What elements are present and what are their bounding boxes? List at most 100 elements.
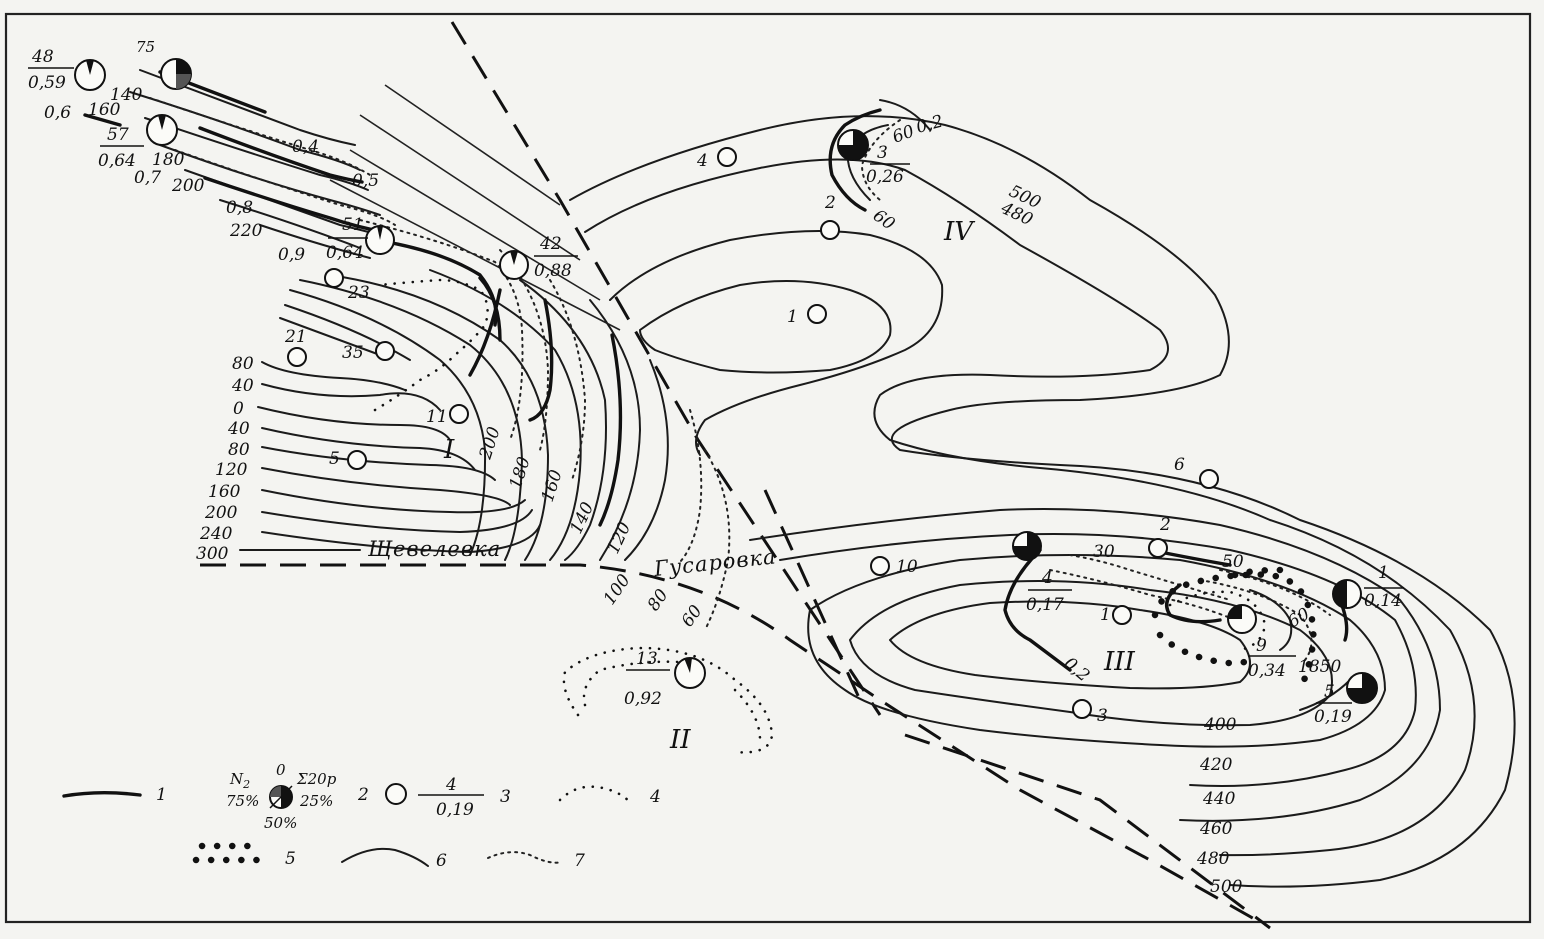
legend-number: 5 [285,849,296,869]
map-frame [4,12,1532,924]
well-circle [287,347,307,367]
contour-label: 30 [1093,542,1115,562]
well-value: 0,88 [534,261,572,281]
well-number: 48 [31,47,54,67]
contour-label: 0,2 [1060,654,1094,687]
well-pie [674,657,706,689]
well-value: 0,59 [28,73,66,93]
zone-1-thick [373,238,623,527]
well-number: 4 [1041,568,1053,588]
well-circle [717,147,737,167]
well-pie [160,58,192,90]
legend-symbol-gas-pie [269,785,293,809]
well-circle [820,220,840,240]
legend-number: 4 [649,787,661,807]
well-value: 0,19 [1314,707,1352,727]
contour-label: 60 [678,602,707,631]
contour-label: 80 [644,586,673,615]
legend-number: 7 [574,851,585,871]
well-number: 75 [136,38,155,56]
well-value: 0,34 [1248,661,1286,681]
place-names: Щевелевка Гусаровка [367,537,778,581]
legend-number: 2 [357,785,369,805]
legend-pct-50: 50% [264,814,297,832]
contour-label: 180 [506,454,535,491]
contour-label: 480 [1196,849,1230,869]
zone-label-4: IV [943,217,975,247]
legend-frac-top: 4 [445,775,457,795]
contour-label: 300 [196,544,229,564]
legend-number: 3 [500,787,511,807]
contour-label: 420 [1199,755,1233,775]
well-circle [807,304,827,324]
legend-symbol-contour [341,847,429,867]
well-pie [1346,672,1378,704]
zone-1-contours [239,269,669,561]
contour-label: 60 [869,206,898,235]
well-pie [1332,579,1362,609]
legend-symbol-small-dots [558,785,634,807]
contour-label: 0,2 [914,112,945,138]
well-pie [146,114,178,146]
contour-label: 240 [199,524,233,544]
contour-label: 120 [215,460,248,480]
well-number: 3 [1097,706,1108,726]
well-circle [1148,538,1168,558]
well-value: 0,64 [326,243,364,263]
contour-label: 440 [1202,789,1236,809]
northwest-block [83,69,621,331]
well-number: 3 [877,143,888,163]
zone-label-1: I [443,435,455,465]
legend-symbol-well [385,783,407,805]
legend-pct-25: 25% [299,792,333,810]
contour-label: 100 [600,571,635,609]
zone-2 [562,646,774,754]
contour-label: 220 [229,221,263,241]
well-number: 1 [1378,563,1389,583]
well-value: 0,92 [624,689,662,709]
contour-label: 0,7 [134,168,161,188]
contour-label: 0 [233,399,244,419]
well-circle [347,450,367,470]
legend-pct-75: 75% [226,792,259,810]
well-number: 6 [1174,455,1185,475]
wells: 75 48 0,59 57 0,64 51 0,64 42 0,88 23 [28,38,1404,727]
contour-label: 160 [208,482,241,502]
well-value: 0,26 [866,167,904,187]
legend-gas-sum: Σ20р [296,770,337,788]
well-pie [74,59,106,91]
contour-label: 0,4 [292,137,319,157]
contour-label: 1850 [1298,657,1341,677]
contour-label: 500 [1210,877,1243,897]
well-number: 4 [696,151,708,171]
contour-label: 460 [1199,819,1233,839]
well-value: 0,14 [1364,591,1402,611]
legend-symbol-dotted-line [487,851,563,864]
contour-label: 140 [110,85,143,105]
contour-label: 120 [603,519,635,557]
legend-gas-n2: N2 [229,770,250,791]
well-pie [1012,531,1042,561]
well-pie [1227,604,1257,634]
well-number: 21 [284,327,307,347]
contour-label: 0,6 [44,103,71,123]
legend-number: 6 [436,851,447,871]
legend-symbol-thick-line [62,791,142,798]
contour-label: 160 [538,467,567,504]
well-pie [499,250,529,280]
contour-label: 180 [152,150,185,170]
well-number: 11 [426,407,448,427]
contour-label: 200 [171,176,205,196]
well-number: 23 [347,283,370,303]
well-pie [837,129,869,161]
well-value: 0,17 [1026,595,1064,615]
zone-label-2: II [669,725,691,755]
contour-label: 80 [228,440,250,460]
legend-number: 1 [156,785,167,805]
contour-label: 200 [475,424,504,462]
legend: 1 N2 0 Σ20р 75% 25% 50% 2 4 0,19 3 4 5 6… [62,761,661,871]
well-number: 5 [1324,682,1335,702]
well-number: 51 [342,215,364,235]
well-number: 13 [636,649,658,669]
